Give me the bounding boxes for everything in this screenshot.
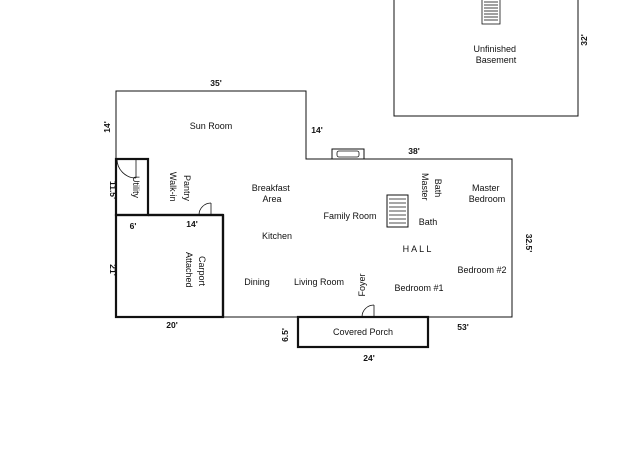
master-bedroom-label: Master Bedroom bbox=[469, 183, 506, 204]
utility-label: Utility bbox=[131, 176, 141, 198]
house-depth-dimension: 32.5' bbox=[524, 234, 534, 253]
attached-carport-label: Attached Carport bbox=[184, 252, 207, 290]
pantry-width-dimension: 14' bbox=[186, 219, 197, 229]
porch-width-dimension: 24' bbox=[363, 353, 374, 363]
covered-porch-walls bbox=[296, 315, 430, 349]
basement-stairs-icon bbox=[481, 0, 501, 25]
carport-depth-dimension: 21' bbox=[108, 264, 118, 275]
covered-porch-label: Covered Porch bbox=[333, 327, 393, 337]
utility-width-dimension: 6' bbox=[130, 221, 137, 231]
kitchen-label: Kitchen bbox=[262, 231, 292, 241]
bedroom-1-label: Bedroom #1 bbox=[394, 283, 443, 293]
dining-label: Dining bbox=[244, 277, 270, 287]
stairs-icon bbox=[386, 194, 409, 228]
sink-icon bbox=[331, 148, 365, 160]
sun-room-label: Sun Room bbox=[190, 121, 233, 131]
walk-in-pantry-label: Walk-in Pantry bbox=[168, 172, 192, 204]
house-bottom-dimension: 53' bbox=[457, 322, 468, 332]
house-right-top-dimension: 38' bbox=[408, 146, 419, 156]
carport-width-dimension: 20' bbox=[166, 320, 177, 330]
bedroom-2-label: Bedroom #2 bbox=[457, 265, 506, 275]
sun-room-right-dimension: 14' bbox=[311, 125, 322, 135]
utility-door-icon bbox=[116, 158, 137, 179]
living-room-label: Living Room bbox=[294, 277, 344, 287]
sun-room-depth-dimension: 14' bbox=[102, 121, 112, 132]
utility-depth-dimension: 11.5' bbox=[108, 181, 118, 199]
unfinished-basement-label: Unfinished Basement bbox=[473, 44, 518, 65]
basement-outline bbox=[393, 0, 579, 117]
pantry-door-icon bbox=[198, 202, 212, 216]
foyer-label: Foyer bbox=[357, 273, 367, 296]
hall-label: H A L L bbox=[403, 244, 432, 254]
bath-label: Bath bbox=[419, 217, 438, 227]
master-bath-label: Master Bath bbox=[420, 173, 443, 203]
carport-walls bbox=[114, 213, 225, 319]
breakfast-area-label: Breakfast Area bbox=[252, 183, 293, 204]
front-door-icon bbox=[361, 304, 375, 318]
sun-room-width-dimension: 35' bbox=[210, 78, 221, 88]
basement-side-dimension: 32' bbox=[579, 34, 589, 45]
porch-depth-dimension: 6.5' bbox=[280, 328, 290, 342]
family-room-label: Family Room bbox=[323, 211, 376, 221]
